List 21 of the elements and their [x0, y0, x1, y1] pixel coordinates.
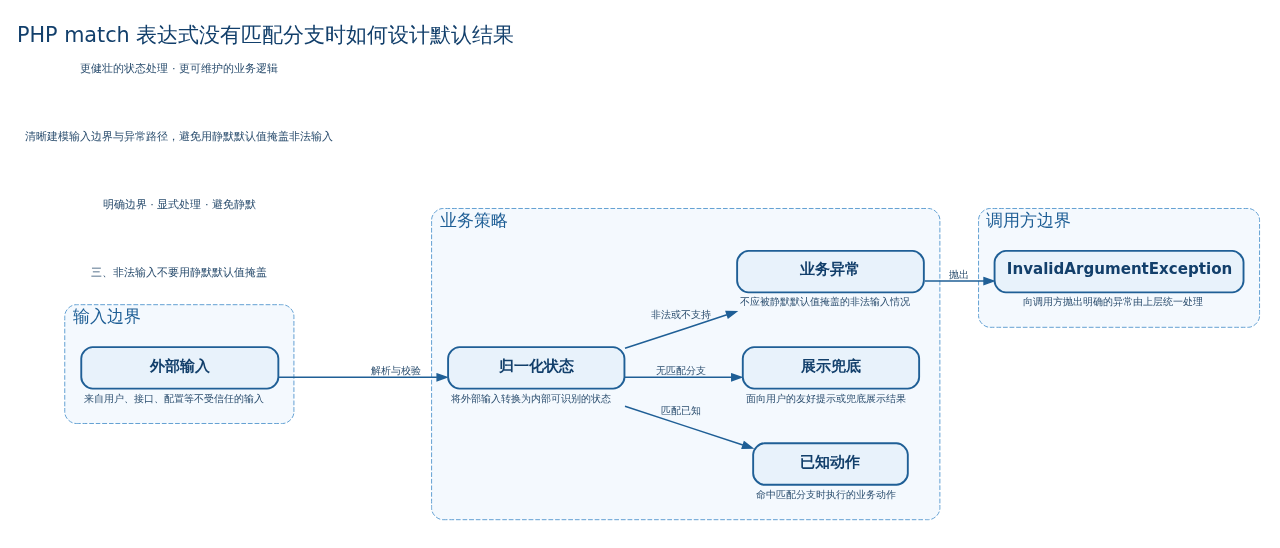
node-label: 将外部输入转换为内部可识别的状态 [450, 391, 611, 404]
label: 三、非法输入不要用静默默认值掩盖 [91, 265, 268, 279]
arrow [624, 405, 755, 449]
label: 清晰建模输入边界与异常路径，避免用静默默认值掩盖非法输入 [25, 129, 334, 143]
arrow [624, 310, 739, 349]
node-label: 来自用户、接口、配置等不受信任的输入 [84, 391, 265, 404]
arrow [924, 276, 996, 285]
arrow [278, 372, 449, 382]
edge-label: 匹配已知 [660, 403, 701, 416]
edge-label: 无匹配分支 [655, 363, 706, 376]
node-label: 命中匹配分支时执行的业务动作 [755, 487, 896, 500]
node-label: 不应被静默默认值掩盖的非法输入情况 [739, 294, 910, 307]
label: 明确边界 · 显式处理 · 避免静默 [102, 197, 257, 211]
node-label: 向调用方抛出明确的异常由上层统一处理 [1023, 294, 1204, 307]
diagram-title: PHP match 表达式没有匹配分支时如何设计默认结果 [16, 22, 515, 47]
edge-label: 非法或不支持 [650, 307, 711, 320]
edge-label: 抛出 [949, 267, 970, 280]
arrow [624, 372, 744, 382]
label: 更健壮的状态处理 · 更可维护的业务逻辑 [80, 61, 279, 75]
node-label: 面向用户的友好提示或兜底展示结果 [745, 391, 906, 404]
edge-label: 解析与校验 [371, 363, 422, 376]
